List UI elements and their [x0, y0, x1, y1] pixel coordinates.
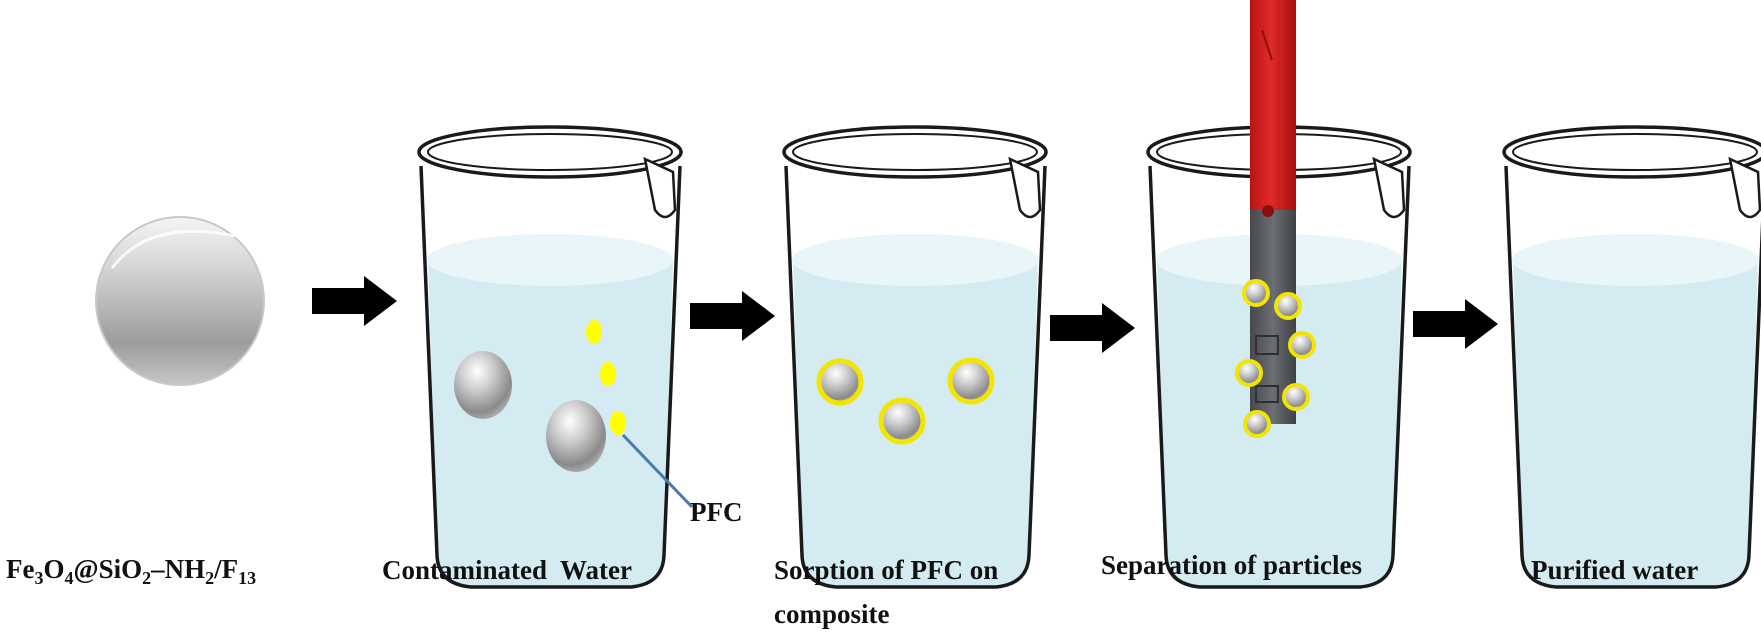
beaker-icon [782, 125, 1048, 589]
formula-subscript: 2 [205, 568, 215, 588]
right-arrow-icon [312, 276, 397, 326]
formula-text: Fe [6, 554, 35, 584]
right-arrow-icon [1413, 299, 1498, 349]
caption-contaminated-water: Contaminated Water [382, 555, 632, 585]
caption-sorption-line2: composite [774, 599, 890, 629]
pfc-particles [586, 320, 626, 435]
attached-particles [1235, 279, 1316, 438]
beaker-icon [417, 125, 683, 589]
formula-text: O [43, 554, 65, 584]
caption-purified-water: Purified water [1531, 555, 1699, 585]
pfc-label: PFC [690, 497, 742, 527]
formula-text: @SiO [73, 554, 143, 584]
material-caption: Fe3O4@SiO2–NH2/F13 [6, 552, 257, 588]
formula-subscript: 13 [238, 568, 257, 588]
beaker-icon [1502, 125, 1761, 589]
coated-particles [816, 357, 995, 445]
caption-separation: Separation of particles [1101, 550, 1362, 580]
bar-magnet-icon [1250, 0, 1296, 424]
pfc-leader-line [621, 433, 694, 509]
caption-sorption-line1: Sorption of PFC on [774, 555, 999, 585]
right-arrow-icon [1050, 303, 1135, 353]
nanoparticle-sphere [454, 351, 606, 472]
formula-subscript: 4 [64, 568, 74, 588]
formula-text: /F [214, 554, 239, 584]
nanoparticle-sphere-icon [95, 216, 265, 386]
formula-subscript: 2 [142, 568, 152, 588]
formula-subscript: 3 [34, 568, 44, 588]
formula-text: –NH [151, 554, 206, 584]
right-arrow-icon [690, 291, 775, 341]
